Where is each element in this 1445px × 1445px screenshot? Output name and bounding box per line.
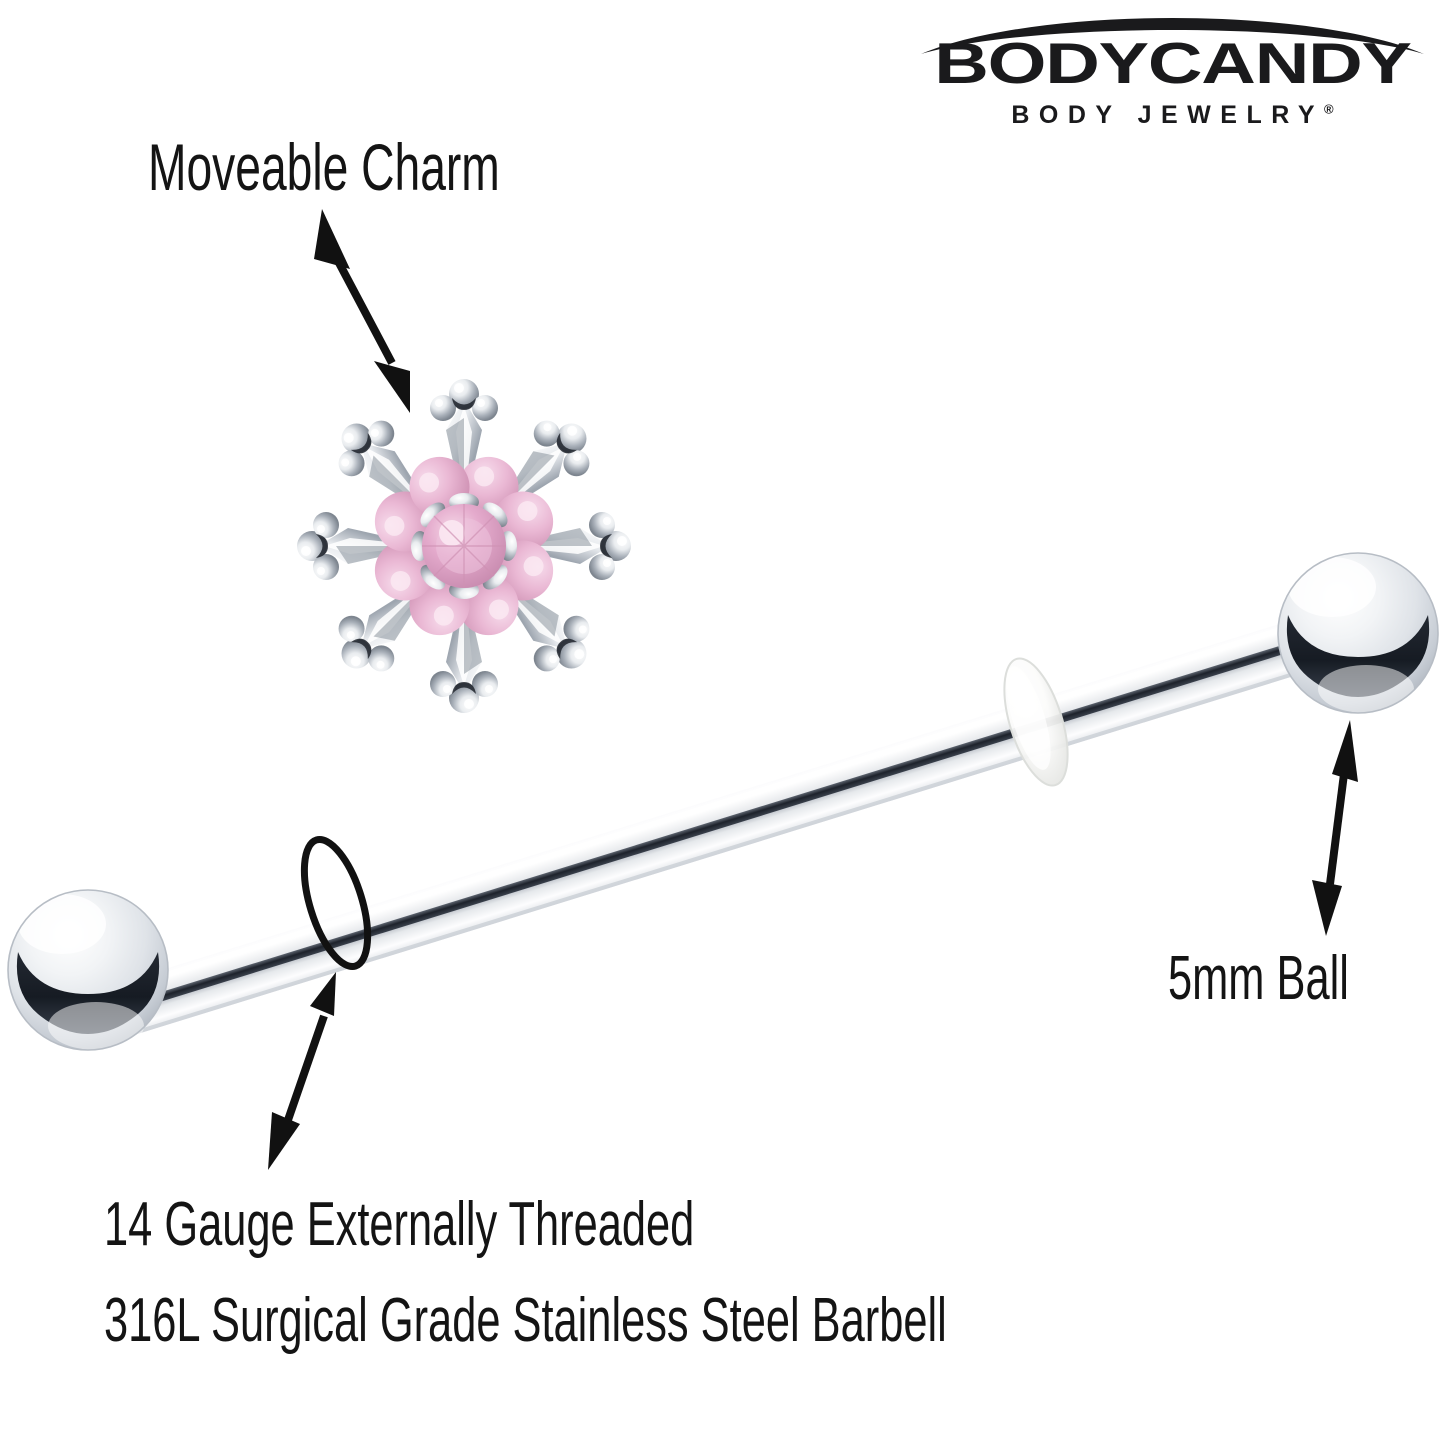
snowflake-charm [297, 379, 631, 713]
double-headed-arrow-icon-gauge-spec [268, 972, 336, 1170]
swoosh-arc-icon [921, 18, 1424, 54]
brand-tagline: BODY JEWELRY® [915, 101, 1430, 130]
brand-logo: BODYCANDY BODY JEWELRY® [915, 8, 1430, 133]
barbell-ball-right [1277, 552, 1439, 714]
center-gem [422, 504, 506, 588]
snowflake-outer-gems [374, 456, 554, 636]
callout-label-material-spec: 316L Surgical Grade Stainless Steel Barb… [104, 1286, 947, 1355]
callout-label-gauge-spec: 14 Gauge Externally Threaded [104, 1190, 695, 1259]
brand-tagline-text: BODY JEWELRY [1011, 101, 1325, 129]
barbell-ball-left [7, 889, 169, 1051]
registered-mark: ® [1324, 101, 1334, 117]
industrial-barbell-graphic [7, 552, 1439, 1051]
brand-wordmark: BODYCANDY [934, 32, 1412, 96]
double-headed-arrow-icon-ball-size [1312, 720, 1358, 936]
thread-ring-ellipse-icon [300, 835, 372, 971]
double-headed-arrow-icon-moveable-charm [314, 209, 410, 413]
o-ring-retainer [1003, 657, 1069, 787]
callout-label-moveable-charm: Moveable Charm [148, 130, 500, 204]
callout-label-ball-size: 5mm Ball [1168, 944, 1349, 1013]
